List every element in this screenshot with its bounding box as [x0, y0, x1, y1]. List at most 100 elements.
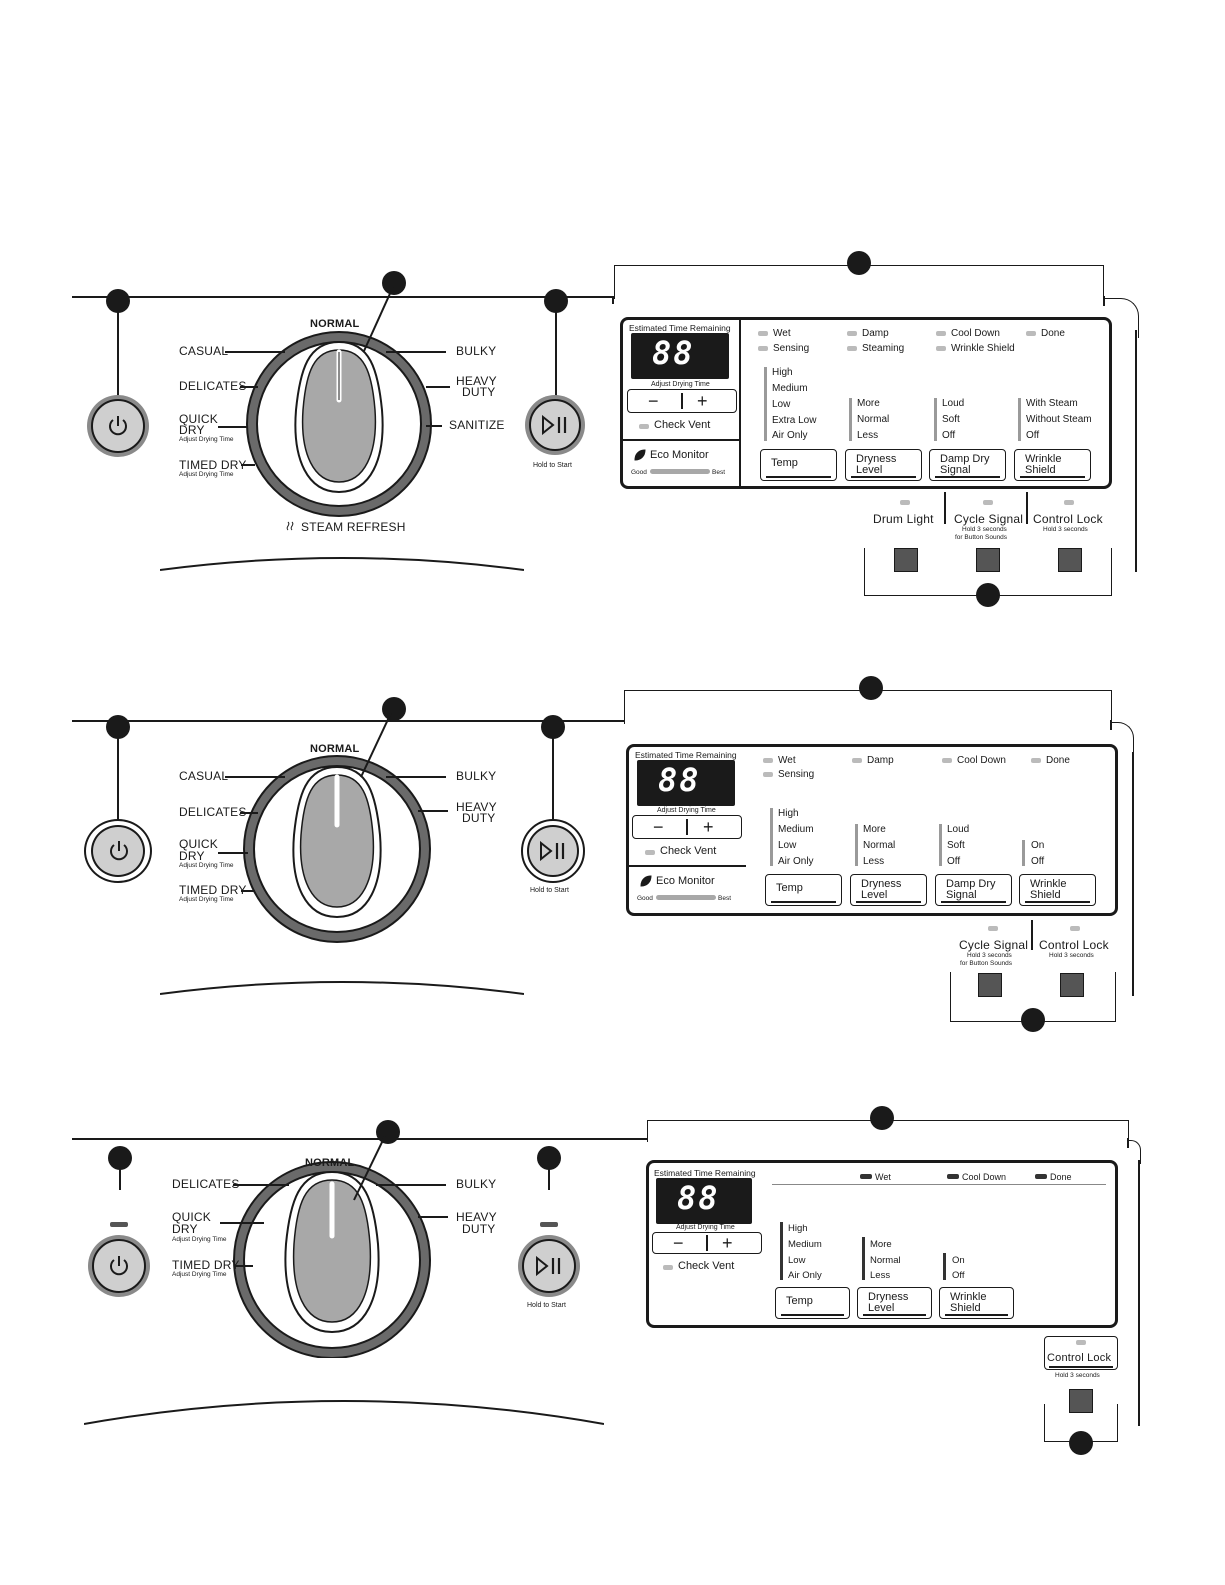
plus-button[interactable]: +	[697, 391, 708, 411]
adjust-time-control[interactable]	[627, 389, 737, 413]
adjust-divider	[686, 819, 688, 835]
power-button[interactable]	[88, 1235, 150, 1297]
temp-button[interactable]: Temp	[775, 1287, 850, 1319]
wrinkle-option: On	[1031, 840, 1045, 851]
adjust-label: Adjust Drying Time	[651, 381, 710, 388]
power-button[interactable]	[87, 395, 149, 457]
cycle-signal-button[interactable]	[976, 548, 1000, 572]
cycle-dial[interactable]	[230, 330, 450, 520]
leaf-icon	[640, 875, 652, 887]
dial-label-quick: QUICK	[179, 412, 219, 426]
dryness-option: Less	[857, 430, 879, 441]
dryness-option: More	[863, 824, 886, 835]
callout-dot	[847, 251, 871, 275]
minus-button[interactable]: −	[673, 1233, 684, 1253]
status-sensing: Sensing	[778, 769, 815, 780]
callout-dot	[870, 1106, 894, 1130]
cycle-signal-sub: for Button Sounds	[960, 960, 1013, 967]
dial-label-quick: QUICK	[179, 837, 219, 851]
dial-label-sanitize: SANITIZE	[449, 418, 505, 432]
time-title: Estimated Time Remaining	[635, 750, 737, 760]
dial-sub-label: Adjust Drying Time	[172, 1236, 227, 1243]
status-damp: Damp	[867, 755, 894, 766]
dial-label-casual: CASUAL	[179, 344, 229, 358]
cycle-signal-sub: Hold 3 seconds	[967, 952, 1012, 959]
control-lock-button[interactable]	[1060, 973, 1084, 997]
cycle-signal-indicator	[988, 926, 998, 931]
temp-option: Air Only	[778, 856, 814, 867]
adjust-time-control[interactable]	[632, 815, 742, 839]
status-done: Done	[1050, 1172, 1072, 1182]
callout-line	[353, 1135, 386, 1201]
adjust-time-control[interactable]	[652, 1232, 762, 1254]
minus-button[interactable]: −	[648, 391, 659, 411]
status-indicator	[1026, 331, 1036, 336]
control-lock-button[interactable]	[1058, 548, 1082, 572]
temp-option: Low	[778, 840, 797, 851]
status-indicator	[936, 331, 946, 336]
dial-label-delicates: DELICATES	[179, 805, 247, 819]
wrinkle-option: Off	[1026, 430, 1040, 441]
cycle-signal-button[interactable]	[978, 973, 1002, 997]
temp-option: High	[772, 367, 793, 378]
cycle-signal-indicator	[983, 500, 993, 505]
dryness-level-bar	[862, 1237, 865, 1280]
dial-tick	[240, 812, 258, 814]
callout-dot	[382, 697, 406, 721]
hold-to-start-label: Hold to Start	[530, 887, 569, 894]
plus-button[interactable]: +	[703, 817, 714, 837]
cycle-dial[interactable]	[232, 1158, 452, 1358]
callout-line	[117, 726, 119, 820]
drum-light-label: Drum Light	[873, 512, 934, 526]
start-pause-button[interactable]	[518, 1235, 580, 1297]
extra-divider	[944, 492, 946, 524]
dial-tick	[218, 852, 248, 854]
control-lock-indicator	[1070, 926, 1080, 931]
control-panel-1: NORMAL CASUAL DELICATES QUICK DRY Adjust…	[0, 0, 1225, 620]
status-done: Done	[1041, 328, 1065, 339]
dial-label-dry: DRY	[179, 423, 205, 437]
temp-option: Extra Low	[772, 415, 817, 426]
control-lock-button[interactable]	[1069, 1389, 1093, 1413]
eco-meter	[656, 895, 716, 900]
callout-line	[552, 726, 554, 820]
leaf-icon	[634, 449, 646, 461]
callout-line	[555, 300, 557, 396]
dial-label-duty: DUTY	[462, 811, 496, 825]
status-indicator	[758, 331, 768, 336]
adjust-label: Adjust Drying Time	[657, 807, 716, 814]
temp-option: Medium	[788, 1239, 822, 1250]
extra-divider	[1026, 492, 1028, 524]
damp-signal-bar	[934, 398, 937, 441]
temp-button[interactable]: Temp	[760, 449, 837, 481]
start-pause-button[interactable]	[521, 819, 585, 883]
minus-button[interactable]: −	[653, 817, 664, 837]
power-button[interactable]	[84, 819, 152, 883]
hold-to-start-label: Hold to Start	[533, 462, 572, 469]
time-digits: 88	[677, 1179, 720, 1217]
display-board	[646, 1160, 1118, 1328]
dial-label-timed-dry: TIMED DRY	[179, 458, 247, 472]
panel-base-arc	[160, 981, 524, 995]
plus-button[interactable]: +	[722, 1233, 733, 1253]
dial-label-normal: NORMAL	[305, 1157, 355, 1169]
temp-button[interactable]: Temp	[765, 874, 842, 906]
status-indicator	[758, 346, 768, 351]
dial-label-bulky: BULKY	[456, 769, 497, 783]
steam-icon	[286, 521, 294, 531]
status-steaming: Steaming	[862, 343, 905, 354]
drum-light-button[interactable]	[894, 548, 918, 572]
start-pause-button[interactable]	[525, 395, 585, 455]
cycle-dial[interactable]	[240, 753, 460, 945]
callout-line	[119, 1158, 121, 1190]
control-lock-sub: Hold 3 seconds	[1049, 952, 1094, 959]
time-digits: 88	[658, 761, 701, 799]
